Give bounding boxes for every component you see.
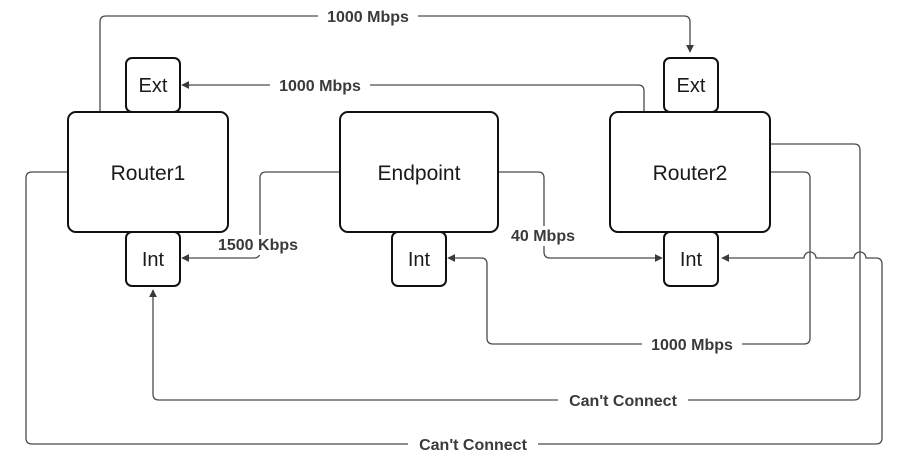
link-endpoint-to-router2-int [498, 171, 663, 262]
link-label: 1500 Kbps [218, 237, 298, 254]
link-label: 1000 Mbps [279, 78, 361, 95]
link-label: 40 Mbps [511, 228, 575, 245]
port-label: Ext [139, 75, 168, 97]
router1-int-port[interactable]: Int [125, 231, 181, 287]
router1-label: Router1 [111, 162, 186, 185]
link-router1-to-router2-int [25, 171, 883, 445]
link-label: Can't Connect [569, 393, 677, 410]
link-router1-to-router2-ext [99, 15, 694, 112]
link-router2-to-router1-int [149, 143, 861, 401]
router2-int-port[interactable]: Int [663, 231, 719, 287]
endpoint-int-port[interactable]: Int [391, 231, 447, 287]
link-router2-to-router1-ext [181, 81, 645, 112]
link-label: 1000 Mbps [651, 337, 733, 354]
router1-ext-port[interactable]: Ext [125, 57, 181, 113]
link-endpoint-to-router1-int [181, 171, 340, 262]
endpoint-label: Endpoint [378, 162, 461, 185]
router2-label: Router2 [653, 162, 728, 185]
router2-ext-port[interactable]: Ext [663, 57, 719, 113]
port-label: Int [680, 249, 703, 271]
port-label: Int [142, 249, 165, 271]
port-label: Ext [677, 75, 706, 97]
link-label: Can't Connect [419, 437, 527, 454]
connector-labels: 1000 Mbps 1000 Mbps 1500 Kbps 40 Mbps 10… [210, 6, 742, 454]
endpoint-node[interactable]: Endpoint [339, 111, 499, 233]
link-label: 1000 Mbps [327, 9, 409, 26]
router2-node[interactable]: Router2 [609, 111, 771, 233]
router1-node[interactable]: Router1 [67, 111, 229, 233]
port-label: Int [408, 249, 431, 271]
